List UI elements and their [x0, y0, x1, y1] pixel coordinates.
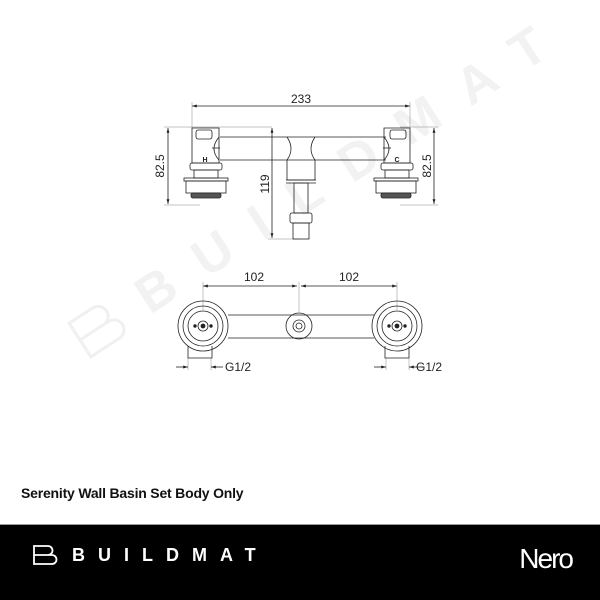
nero-logo: Nero	[519, 543, 574, 574]
product-caption: Serenity Wall Basin Set Body Only	[21, 485, 244, 501]
cold-label: C	[394, 157, 399, 164]
dim-overall-width: 233	[291, 92, 311, 106]
dim-left-spacing: 102	[244, 270, 264, 284]
dim-right-height: 82.5	[420, 154, 434, 178]
brand-name: BUILDMAT	[72, 544, 269, 565]
buildmat-logo: BUILDMAT	[32, 544, 269, 566]
technical-drawing: 233 82.5 82.5 119 102 102 G1/2 G1/2 H C	[153, 92, 442, 374]
dim-right-thread: G1/2	[416, 360, 442, 374]
dim-right-spacing: 102	[339, 270, 359, 284]
divider	[0, 524, 600, 525]
dim-left-thread: G1/2	[225, 360, 251, 374]
dim-center-depth: 119	[258, 174, 272, 193]
dim-left-height: 82.5	[153, 154, 167, 178]
footer-bar: BUILDMAT Nero	[0, 525, 600, 600]
hot-label: H	[202, 157, 207, 164]
buildmat-logo-icon	[33, 545, 58, 565]
